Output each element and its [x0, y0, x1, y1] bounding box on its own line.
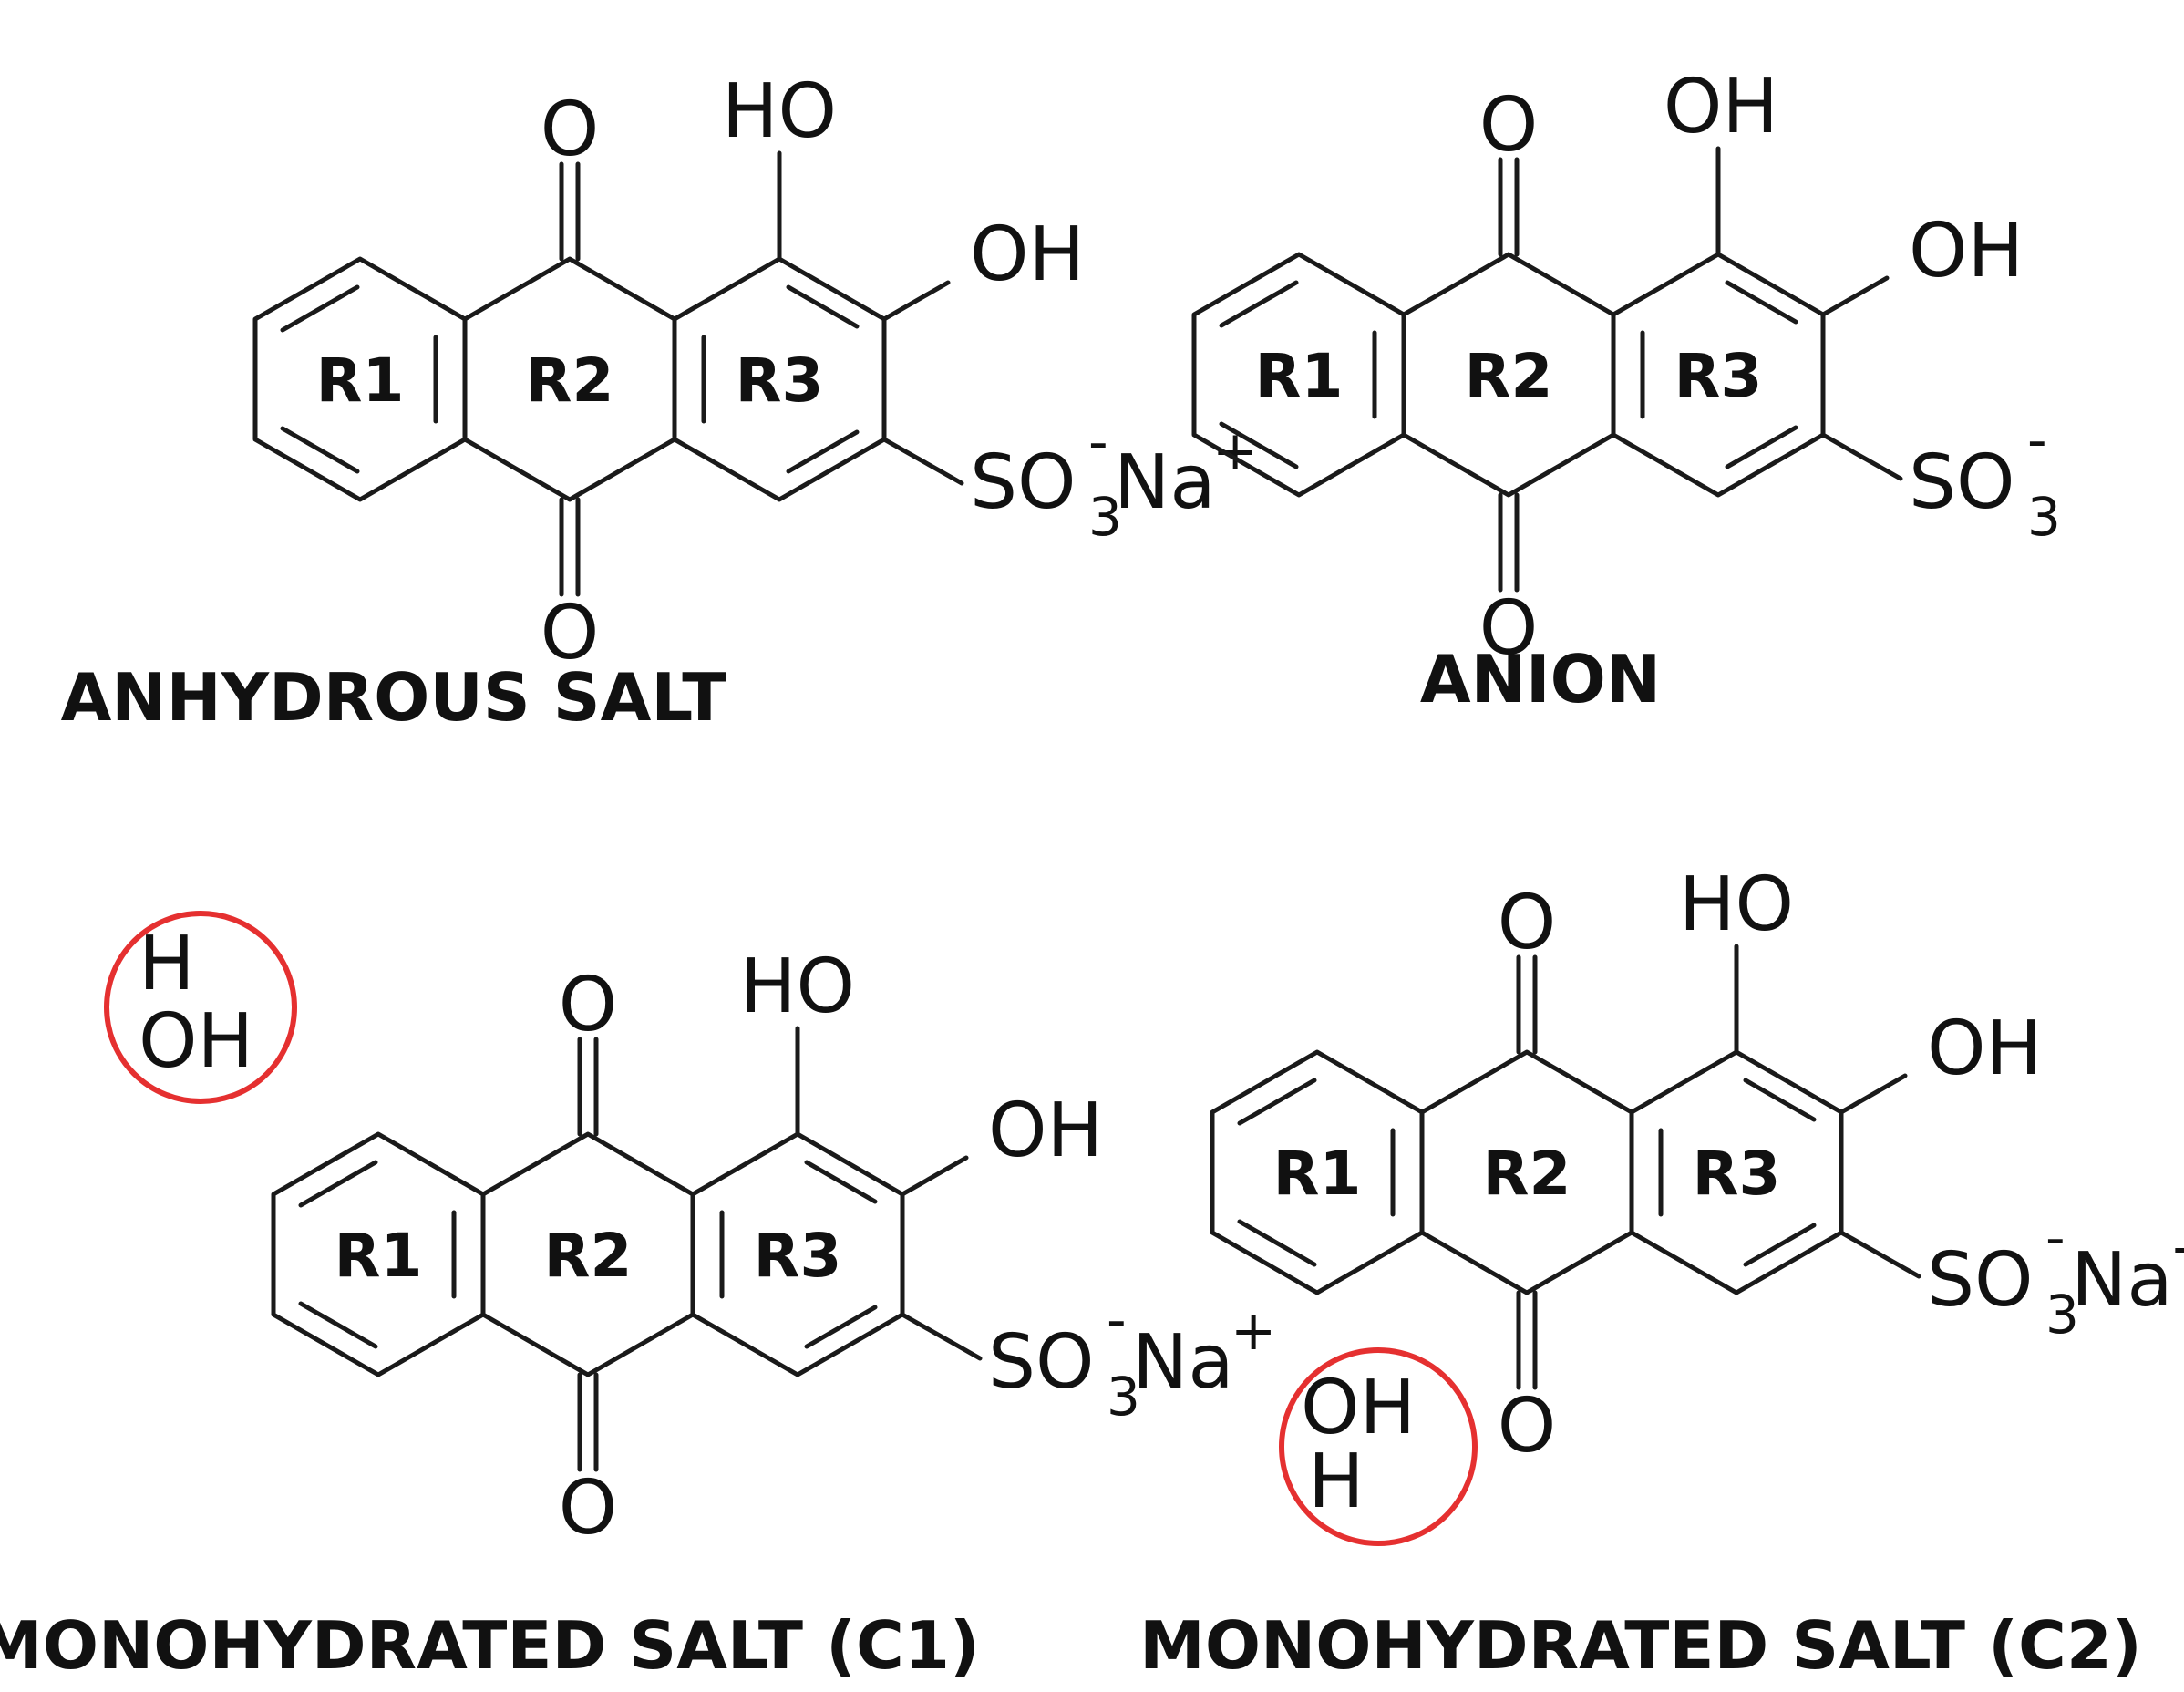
charge-minus: -: [2045, 1206, 2066, 1270]
atom-carbonyl-o-top: O: [541, 87, 600, 173]
ring-label-r3: R3: [1693, 1139, 1781, 1209]
ring-label-r3: R3: [1674, 341, 1763, 411]
molecule-skeleton: [252, 150, 964, 597]
atom-hydroxyl-right: OH: [970, 212, 1085, 298]
sulfonate-subscript: 3: [2027, 486, 2061, 548]
charge-minus: -: [1088, 410, 1108, 474]
atom-carbonyl-o-bottom: O: [559, 1465, 618, 1552]
atom-hydroxyl-right: OH: [988, 1088, 1103, 1174]
atom-sodium: Na: [1114, 439, 1216, 526]
sulfonate-subscript: 3: [2045, 1284, 2079, 1346]
caption-anion: ANION: [1420, 641, 1661, 717]
ring-label-r1: R1: [335, 1221, 423, 1291]
atom-carbonyl-o-bottom: O: [541, 590, 600, 676]
atom-hydroxyl-top: HO: [740, 944, 855, 1030]
atom-water-oh: OH: [1301, 1365, 1416, 1451]
sulfonate-subscript: 3: [1088, 486, 1122, 548]
molecule-skeleton: [1191, 146, 1903, 593]
atom-sodium: Na: [2071, 1237, 2173, 1324]
ring-label-r2: R2: [544, 1221, 633, 1291]
structure-anhydrous: R1 R2 R3 O O HO OH SO 3 - Na +: [252, 68, 1258, 676]
atom-water-h: H: [1308, 1439, 1365, 1525]
ring-label-r3: R3: [754, 1221, 842, 1291]
atom-water-oh: OH: [139, 998, 253, 1085]
atom-carbonyl-o-bottom: O: [1479, 585, 1539, 672]
water-highlight-circle: [104, 911, 297, 1104]
ring-label-r1: R1: [316, 346, 405, 416]
atom-hydroxyl-top: OH: [1664, 64, 1778, 150]
group-sulfonate: SO 3 -: [1909, 408, 2061, 548]
ring-label-r1: R1: [1255, 341, 1344, 411]
atom-carbonyl-o-top: O: [1498, 880, 1557, 966]
atom-water-h: H: [139, 921, 195, 1007]
ring-label-r1: R1: [1273, 1139, 1362, 1209]
atom-hydroxyl-right: OH: [1927, 1006, 2042, 1092]
charge-minus: -: [1107, 1288, 1127, 1352]
atom-sulfonate: SO: [970, 439, 1077, 526]
structure-anion: R1 R2 R3 O O OH OH SO 3 -: [1191, 64, 2061, 672]
caption-monohydrated-salt-c1: MONOHYDRATED SALT (C1): [0, 1607, 980, 1684]
molecule-skeleton: [1210, 944, 1921, 1390]
atom-sodium: Na: [1132, 1319, 1234, 1406]
water-highlight-circle: [1279, 1347, 1478, 1546]
charge-plus: +: [2169, 1217, 2184, 1281]
group-sulfonate-sodium: SO 3 - Na +: [970, 410, 1258, 548]
group-sulfonate-sodium: SO 3 - Na +: [1927, 1206, 2184, 1346]
ring-label-r2: R2: [526, 346, 614, 416]
atom-sulfonate: SO: [1927, 1237, 2034, 1324]
atom-carbonyl-o-top: O: [1479, 82, 1539, 169]
structure-monohydrated-c2: R1 R2 R3 O O HO OH SO 3 - Na + OH H: [1210, 861, 2184, 1546]
atom-sulfonate: SO: [988, 1319, 1095, 1406]
atom-hydroxyl-top: HO: [722, 68, 837, 155]
sulfonate-subscript: 3: [1107, 1366, 1140, 1428]
atom-sulfonate: SO: [1909, 439, 2015, 526]
group-sulfonate-sodium: SO 3 - Na +: [988, 1288, 1276, 1428]
ring-label-r2: R2: [1483, 1139, 1571, 1209]
ring-label-r3: R3: [736, 346, 824, 416]
structure-monohydrated-c1: R1 R2 R3 O O HO OH SO 3 - Na + H OH: [104, 911, 1276, 1552]
water-molecule-c2: OH H: [1279, 1347, 1478, 1546]
water-molecule-c1: H OH: [104, 911, 297, 1104]
charge-minus: -: [2027, 408, 2047, 472]
caption-monohydrated-salt-c2: MONOHYDRATED SALT (C2): [1139, 1607, 2142, 1684]
atom-carbonyl-o-top: O: [559, 962, 618, 1048]
caption-anhydrous-salt: ANHYDROUS SALT: [61, 659, 727, 736]
molecule-skeleton: [271, 1026, 983, 1472]
ring-label-r2: R2: [1465, 341, 1553, 411]
atom-hydroxyl-top: HO: [1679, 861, 1794, 948]
atom-hydroxyl-right: OH: [1909, 208, 2024, 294]
charge-plus: +: [1231, 1299, 1276, 1363]
atom-carbonyl-o-bottom: O: [1498, 1383, 1557, 1470]
